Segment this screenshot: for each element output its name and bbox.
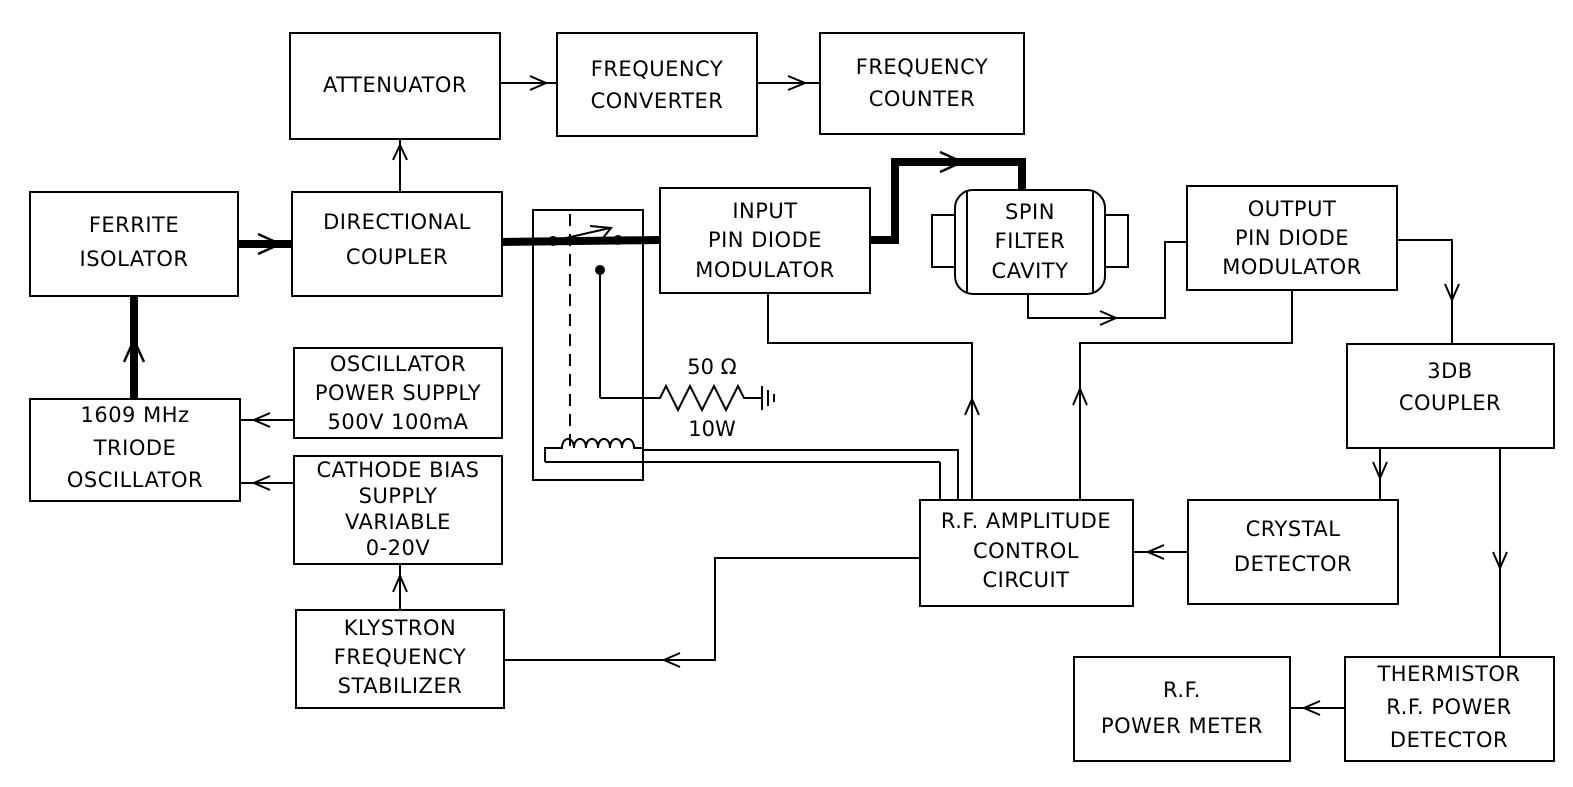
osc-power-supply-label-line-2: POWER SUPPLY	[315, 381, 481, 405]
signal-wires	[240, 75, 1508, 716]
ferrite-isolator-block: FERRITE ISOLATOR	[29, 191, 239, 297]
rf-amp-control-label-line-1: R.F. AMPLITUDE	[941, 509, 1111, 533]
cathode-bias-label-line-1: CATHODE BIAS	[317, 458, 480, 482]
frequency-counter-label-line-1: FREQUENCY	[856, 55, 988, 79]
3db-coupler-label-line-2: COUPLER	[1399, 391, 1501, 415]
input-modulator-label-line-1: INPUT	[732, 199, 797, 223]
directional-coupler-block: DIRECTIONAL COUPLER	[291, 191, 503, 297]
resistor-value-label: 50 Ω	[687, 355, 736, 379]
oscillator-power-supply-block: OSCILLATOR POWER SUPPLY 500V 100mA	[293, 347, 503, 439]
input-modulator-label-line-2: PIN DIODE	[708, 228, 822, 252]
switch-coil	[544, 438, 959, 500]
3db-coupler-block: 3DB COUPLER	[1346, 343, 1555, 449]
klystron-frequency-stabilizer-block: KLYSTRON FREQUENCY STABILIZER	[295, 609, 505, 709]
input-modulator-label-line-3: MODULATOR	[695, 258, 835, 282]
switch-contact-lower	[595, 265, 605, 275]
osc-power-supply-label-line-1: OSCILLATOR	[330, 352, 466, 376]
triode-oscillator-label-line-1: 1609 MHz	[80, 403, 189, 427]
input-pin-diode-modulator-block: INPUT PIN DIODE MODULATOR	[659, 187, 871, 294]
frequency-counter-label-line-2: COUNTER	[869, 87, 975, 111]
frequency-converter-block: FREQUENCY CONVERTER	[556, 32, 758, 137]
triode-oscillator-label-line-3: OSCILLATOR	[67, 468, 203, 492]
spin-filter-label-line-2: FILTER	[995, 229, 1066, 253]
ferrite-isolator-label-line-1: FERRITE	[89, 213, 179, 237]
cathode-bias-label-line-3: VARIABLE	[345, 510, 451, 534]
rf-amp-control-label-line-2: CONTROL	[973, 539, 1079, 563]
rf-main-path	[122, 150, 1026, 399]
cathode-bias-label-line-4: 0-20V	[366, 536, 431, 560]
output-modulator-label-line-3: MODULATOR	[1222, 255, 1362, 279]
cathode-bias-label-line-2: SUPPLY	[359, 484, 438, 508]
output-modulator-label-line-2: PIN DIODE	[1235, 226, 1349, 250]
ferrite-isolator-label-line-2: ISOLATOR	[80, 247, 189, 271]
crystal-detector-label-line-1: CRYSTAL	[1246, 517, 1341, 541]
thermistor-label-line-3: DETECTOR	[1390, 728, 1508, 752]
resistor-power-label: 10W	[688, 417, 736, 441]
frequency-converter-label-line-1: FREQUENCY	[591, 57, 723, 81]
klystron-label-line-2: FREQUENCY	[334, 645, 466, 669]
rf-power-meter-block: R.F. POWER METER	[1073, 656, 1291, 762]
rf-amplitude-control-circuit-block: R.F. AMPLITUDE CONTROL CIRCUIT	[919, 499, 1134, 607]
switch-contact-right	[613, 235, 623, 245]
output-modulator-label-line-1: OUTPUT	[1248, 197, 1337, 221]
rf-power-meter-label-line-2: POWER METER	[1101, 714, 1263, 738]
crystal-detector-block: CRYSTAL DETECTOR	[1187, 499, 1399, 605]
frequency-converter-label-line-2: CONVERTER	[591, 89, 724, 113]
rf-switch	[532, 209, 644, 481]
attenuator-label-line-1: ATTENUATOR	[323, 73, 467, 97]
klystron-label-line-3: STABILIZER	[338, 674, 463, 698]
directional-coupler-label-line-2: COUPLER	[346, 245, 448, 269]
thermistor-rf-power-detector-block: THERMISTOR R.F. POWER DETECTOR	[1344, 656, 1555, 762]
osc-power-supply-label-line-3: 500V 100mA	[327, 410, 468, 434]
cathode-bias-supply-block: CATHODE BIAS SUPPLY VARIABLE 0-20V	[293, 455, 503, 565]
triode-oscillator-label-line-2: TRIODE	[93, 436, 177, 460]
rf-amp-control-label-line-3: CIRCUIT	[983, 568, 1070, 592]
spin-filter-label-line-1: SPIN	[1005, 200, 1055, 224]
thermistor-label-line-2: R.F. POWER	[1386, 695, 1511, 719]
crystal-detector-label-line-2: DETECTOR	[1234, 552, 1352, 576]
frequency-counter-block: FREQUENCY COUNTER	[819, 32, 1025, 135]
thermistor-label-line-1: THERMISTOR	[1376, 662, 1520, 686]
attenuator-block: ATTENUATOR	[289, 32, 501, 140]
spin-filter-label-line-3: CAVITY	[992, 259, 1069, 283]
klystron-label-line-1: KLYSTRON	[344, 616, 457, 640]
triode-oscillator-block: 1609 MHz TRIODE OSCILLATOR	[29, 398, 241, 502]
3db-coupler-label-line-1: 3DB	[1427, 359, 1472, 383]
rf-power-meter-label-line-1: R.F.	[1163, 678, 1201, 702]
directional-coupler-label-line-1: DIRECTIONAL	[323, 210, 471, 234]
load-resistor: 50 Ω 10W	[600, 355, 775, 441]
output-pin-diode-modulator-block: OUTPUT PIN DIODE MODULATOR	[1186, 185, 1398, 291]
spin-filter-cavity-block: SPIN FILTER CAVITY	[931, 189, 1129, 295]
